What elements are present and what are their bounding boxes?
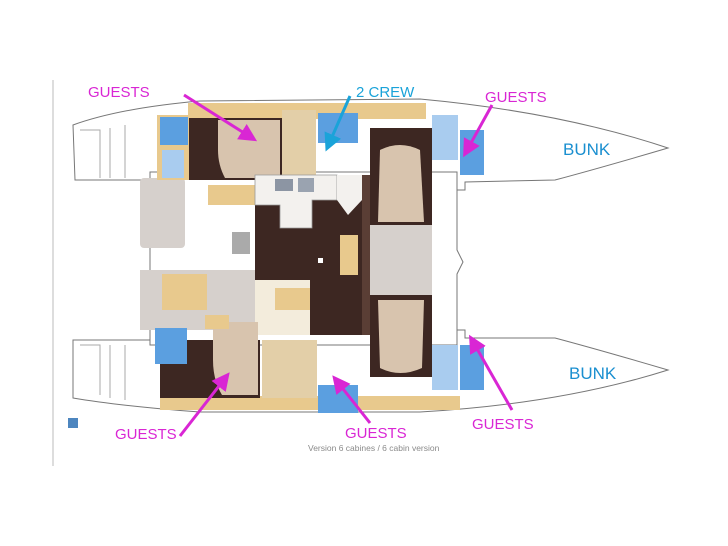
galley-sink bbox=[275, 179, 293, 191]
caption: Version 6 cabines / 6 cabin version bbox=[308, 443, 440, 453]
cabin-bottom-middle bbox=[262, 340, 317, 398]
help-icon[interactable] bbox=[68, 418, 78, 428]
head-top-middle bbox=[318, 113, 358, 143]
stern-steps bbox=[80, 125, 126, 400]
stairs bbox=[362, 175, 370, 335]
grill bbox=[232, 232, 250, 254]
label-guests-top-right: GUESTS bbox=[485, 89, 547, 106]
crew-cabin bbox=[282, 110, 316, 176]
label-guests-bottom-left: GUESTS bbox=[115, 426, 177, 443]
label-bunk-bottom: BUNK bbox=[569, 364, 617, 383]
arrow-guests-bottom-left bbox=[178, 372, 230, 437]
bed-top-right bbox=[378, 145, 424, 222]
head-bottom-left bbox=[155, 328, 187, 364]
arrow-guests-bottom-middle bbox=[332, 375, 372, 424]
bed-bottom-right bbox=[378, 300, 424, 373]
label-guests-bottom-middle: GUESTS bbox=[345, 425, 407, 442]
shower-top-right bbox=[460, 130, 484, 175]
head-top-left bbox=[162, 150, 184, 178]
wood-trim-bottom bbox=[160, 396, 460, 410]
label-bunk-top: BUNK bbox=[563, 140, 611, 159]
head-bottom-right bbox=[432, 345, 458, 390]
galley-stove bbox=[298, 178, 314, 192]
label-guests-bottom-right: GUESTS bbox=[472, 416, 534, 433]
wardrobe-top-left bbox=[208, 185, 258, 205]
forward-lounge bbox=[370, 225, 432, 295]
arrow-guests-top-right bbox=[463, 104, 494, 158]
salon-table bbox=[275, 288, 310, 310]
salon-cabinet bbox=[340, 235, 358, 275]
nav-station bbox=[337, 175, 362, 215]
arrow-crew bbox=[324, 95, 352, 152]
cockpit-table bbox=[162, 274, 207, 310]
mast-base bbox=[318, 258, 323, 263]
wardrobe-bottom-left bbox=[205, 315, 229, 329]
label-crew: 2 CREW bbox=[356, 84, 415, 101]
head-top-right bbox=[432, 115, 458, 160]
arrow-guests-top-left bbox=[183, 93, 258, 142]
arrow-guests-bottom-right bbox=[469, 334, 514, 411]
label-guests-top-left: GUESTS bbox=[88, 84, 150, 101]
cockpit-seat-top bbox=[140, 178, 185, 248]
shower-top-left bbox=[160, 117, 188, 145]
bed-top-left bbox=[218, 120, 280, 178]
